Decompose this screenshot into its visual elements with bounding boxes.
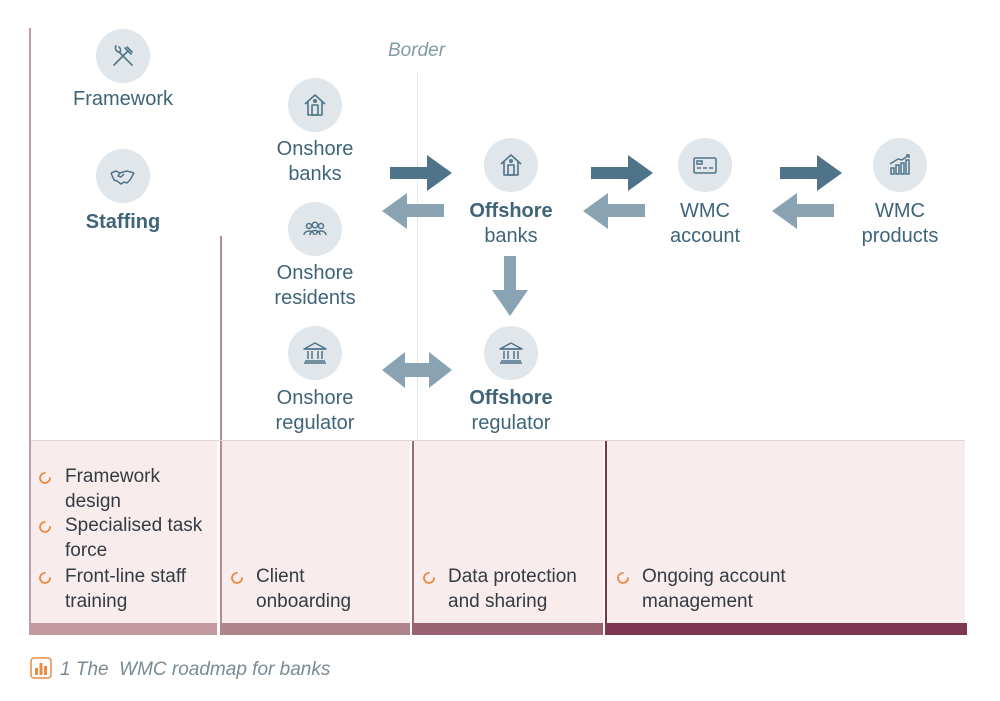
government-building-icon bbox=[484, 326, 538, 380]
stage-3-item-1: Data protection and sharing bbox=[448, 565, 577, 614]
stage-line-2 bbox=[220, 236, 222, 635]
stage-3-item-1-line1: Data protection bbox=[448, 566, 577, 587]
arrow-right-icon bbox=[591, 155, 653, 191]
node-offshore-banks-line1: Offshore bbox=[469, 200, 553, 222]
node-onshore-banks: Onshore banks bbox=[235, 137, 395, 187]
node-framework: Framework bbox=[72, 88, 173, 110]
bank-house-icon bbox=[484, 138, 538, 192]
node-onshore-regulator: Onshore regulator bbox=[235, 386, 395, 436]
node-offshore-regulator-line2: regulator bbox=[471, 412, 551, 434]
arrow-down-icon bbox=[492, 256, 528, 316]
stage-panel-1 bbox=[31, 441, 217, 635]
stage-bar-2 bbox=[220, 623, 410, 635]
stage-4-item-1-line2: management bbox=[642, 590, 753, 612]
node-onshore-regulator-line1: Onshore bbox=[276, 387, 354, 409]
node-onshore-regulator-line2: regulator bbox=[275, 412, 355, 434]
node-offshore-banks: Offshore banks bbox=[431, 199, 591, 249]
card-icon bbox=[678, 138, 732, 192]
stage-2-item-1-line1: Client bbox=[256, 566, 305, 587]
stage-line-3 bbox=[412, 441, 414, 635]
people-group-icon bbox=[288, 202, 342, 256]
node-staffing: Staffing bbox=[85, 211, 161, 233]
arrow-right-icon bbox=[390, 155, 452, 191]
tools-icon bbox=[96, 29, 150, 83]
stage-1-item-1: Framework design bbox=[65, 465, 160, 514]
stage-1-item-2-line2: force bbox=[65, 539, 108, 561]
spinner-bullet-icon bbox=[423, 572, 435, 584]
border-line bbox=[417, 72, 418, 441]
node-offshore-regulator: Offshore regulator bbox=[431, 386, 591, 436]
spinner-bullet-icon bbox=[231, 572, 243, 584]
stage-4-item-1-line1: Ongoing account bbox=[642, 566, 786, 587]
stage-bar-3 bbox=[412, 623, 603, 635]
stage-1-item-3-line2: training bbox=[65, 590, 128, 612]
arrow-left-icon bbox=[772, 193, 834, 229]
stage-bar-1 bbox=[29, 623, 217, 635]
stage-2-item-1-line2: onboarding bbox=[256, 590, 352, 612]
spinner-bullet-icon bbox=[39, 572, 51, 584]
stage-1-item-1-line1: Framework bbox=[65, 466, 161, 487]
stage-panel-3 bbox=[414, 441, 603, 635]
stage-1-item-2: Specialised task force bbox=[65, 514, 202, 563]
stage-1-item-2-line1: Specialised task bbox=[65, 515, 203, 536]
stage-2-item-1: Client onboarding bbox=[256, 565, 351, 614]
government-building-icon bbox=[288, 326, 342, 380]
node-offshore-banks-line2: banks bbox=[484, 225, 538, 247]
node-wmc-products-line2: products bbox=[861, 225, 939, 247]
stage-line-4 bbox=[605, 441, 607, 635]
panel-top-rule bbox=[31, 440, 965, 441]
node-onshore-residents-line2: residents bbox=[274, 287, 356, 309]
stage-panel-2 bbox=[222, 441, 410, 635]
stage-line-1 bbox=[29, 28, 31, 635]
bank-house-icon bbox=[288, 78, 342, 132]
spinner-bullet-icon bbox=[617, 572, 629, 584]
stage-1-item-3: Front-line staff training bbox=[65, 565, 186, 614]
stage-bar-4 bbox=[605, 623, 967, 635]
node-offshore-regulator-line1: Offshore bbox=[469, 387, 553, 409]
stage-1-item-3-line1: Front-line staff bbox=[65, 566, 187, 587]
figure-caption: 1 The WMC roadmap for banks bbox=[60, 659, 331, 680]
stage-1-item-1-line2: design bbox=[65, 490, 121, 512]
spinner-bullet-icon bbox=[39, 521, 51, 533]
node-onshore-residents-line1: Onshore bbox=[276, 262, 354, 284]
bar-chart-icon bbox=[30, 657, 52, 679]
node-onshore-residents: Onshore residents bbox=[235, 261, 395, 311]
arrow-left-icon bbox=[382, 193, 444, 229]
arrow-right-icon bbox=[780, 155, 842, 191]
node-wmc-account-line2: account bbox=[669, 225, 741, 247]
border-label: Border bbox=[388, 40, 446, 61]
double-arrow-icon bbox=[382, 352, 452, 388]
spinner-bullet-icon bbox=[39, 472, 51, 484]
node-wmc-products-line1: WMC bbox=[875, 200, 925, 222]
stage-panel-4 bbox=[607, 441, 965, 635]
handshake-icon bbox=[96, 149, 150, 203]
node-onshore-banks-line2: banks bbox=[288, 163, 342, 185]
growth-chart-icon bbox=[873, 138, 927, 192]
node-onshore-banks-line1: Onshore bbox=[276, 138, 354, 160]
node-wmc-account-line1: WMC bbox=[680, 200, 730, 222]
node-wmc-account: WMC account bbox=[625, 199, 785, 249]
arrow-left-icon bbox=[583, 193, 645, 229]
node-wmc-products: WMC products bbox=[820, 199, 980, 249]
stage-4-item-1: Ongoing account management bbox=[642, 565, 786, 614]
stage-3-item-1-line2: and sharing bbox=[448, 590, 548, 612]
